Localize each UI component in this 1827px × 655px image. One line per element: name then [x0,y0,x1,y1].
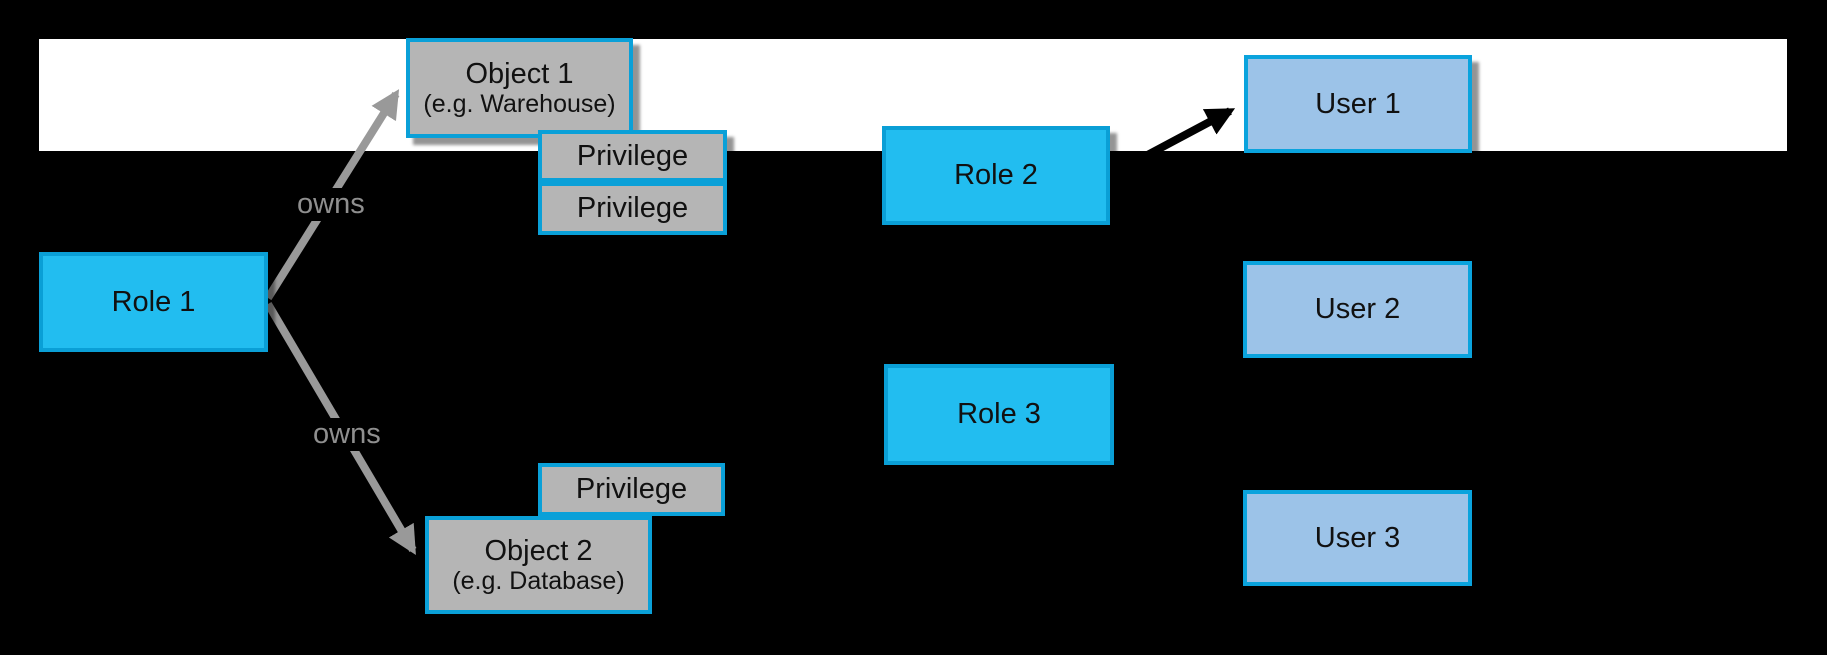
node-privilege-1-label: Privilege [576,139,689,172]
node-user2-label: User 2 [1314,293,1401,326]
node-object1: Object 1 (e.g. Warehouse) [406,38,633,138]
node-privilege-3-label: Privilege [575,473,688,506]
arrow-role2-user1 [1108,107,1236,179]
node-privilege-2: Privilege [538,182,727,235]
node-user3-label: User 3 [1314,521,1401,554]
node-object1-label: Object 1 [465,57,574,90]
node-privilege-1: Privilege [538,130,727,182]
node-object1-sublabel: (e.g. Warehouse) [423,90,616,119]
node-user2: User 2 [1243,261,1472,358]
node-user3: User 3 [1243,490,1472,586]
node-role1: Role 1 [39,252,268,352]
node-role2-label: Role 2 [954,159,1038,192]
node-role3-label: Role 3 [957,398,1041,431]
node-user1-label: User 1 [1315,87,1401,120]
node-role2: Role 2 [882,126,1110,225]
node-object2-label: Object 2 [484,534,593,567]
node-object2: Object 2 (e.g. Database) [425,516,652,614]
node-user1: User 1 [1244,55,1472,153]
node-privilege-3: Privilege [538,463,725,516]
node-role1-label: Role 1 [111,285,196,318]
node-privilege-2-label: Privilege [576,192,689,225]
node-role3: Role 3 [884,364,1114,465]
edge-label-owns-1: owns [294,188,368,221]
node-object2-sublabel: (e.g. Database) [452,567,625,596]
edge-label-owns-2: owns [310,418,384,451]
